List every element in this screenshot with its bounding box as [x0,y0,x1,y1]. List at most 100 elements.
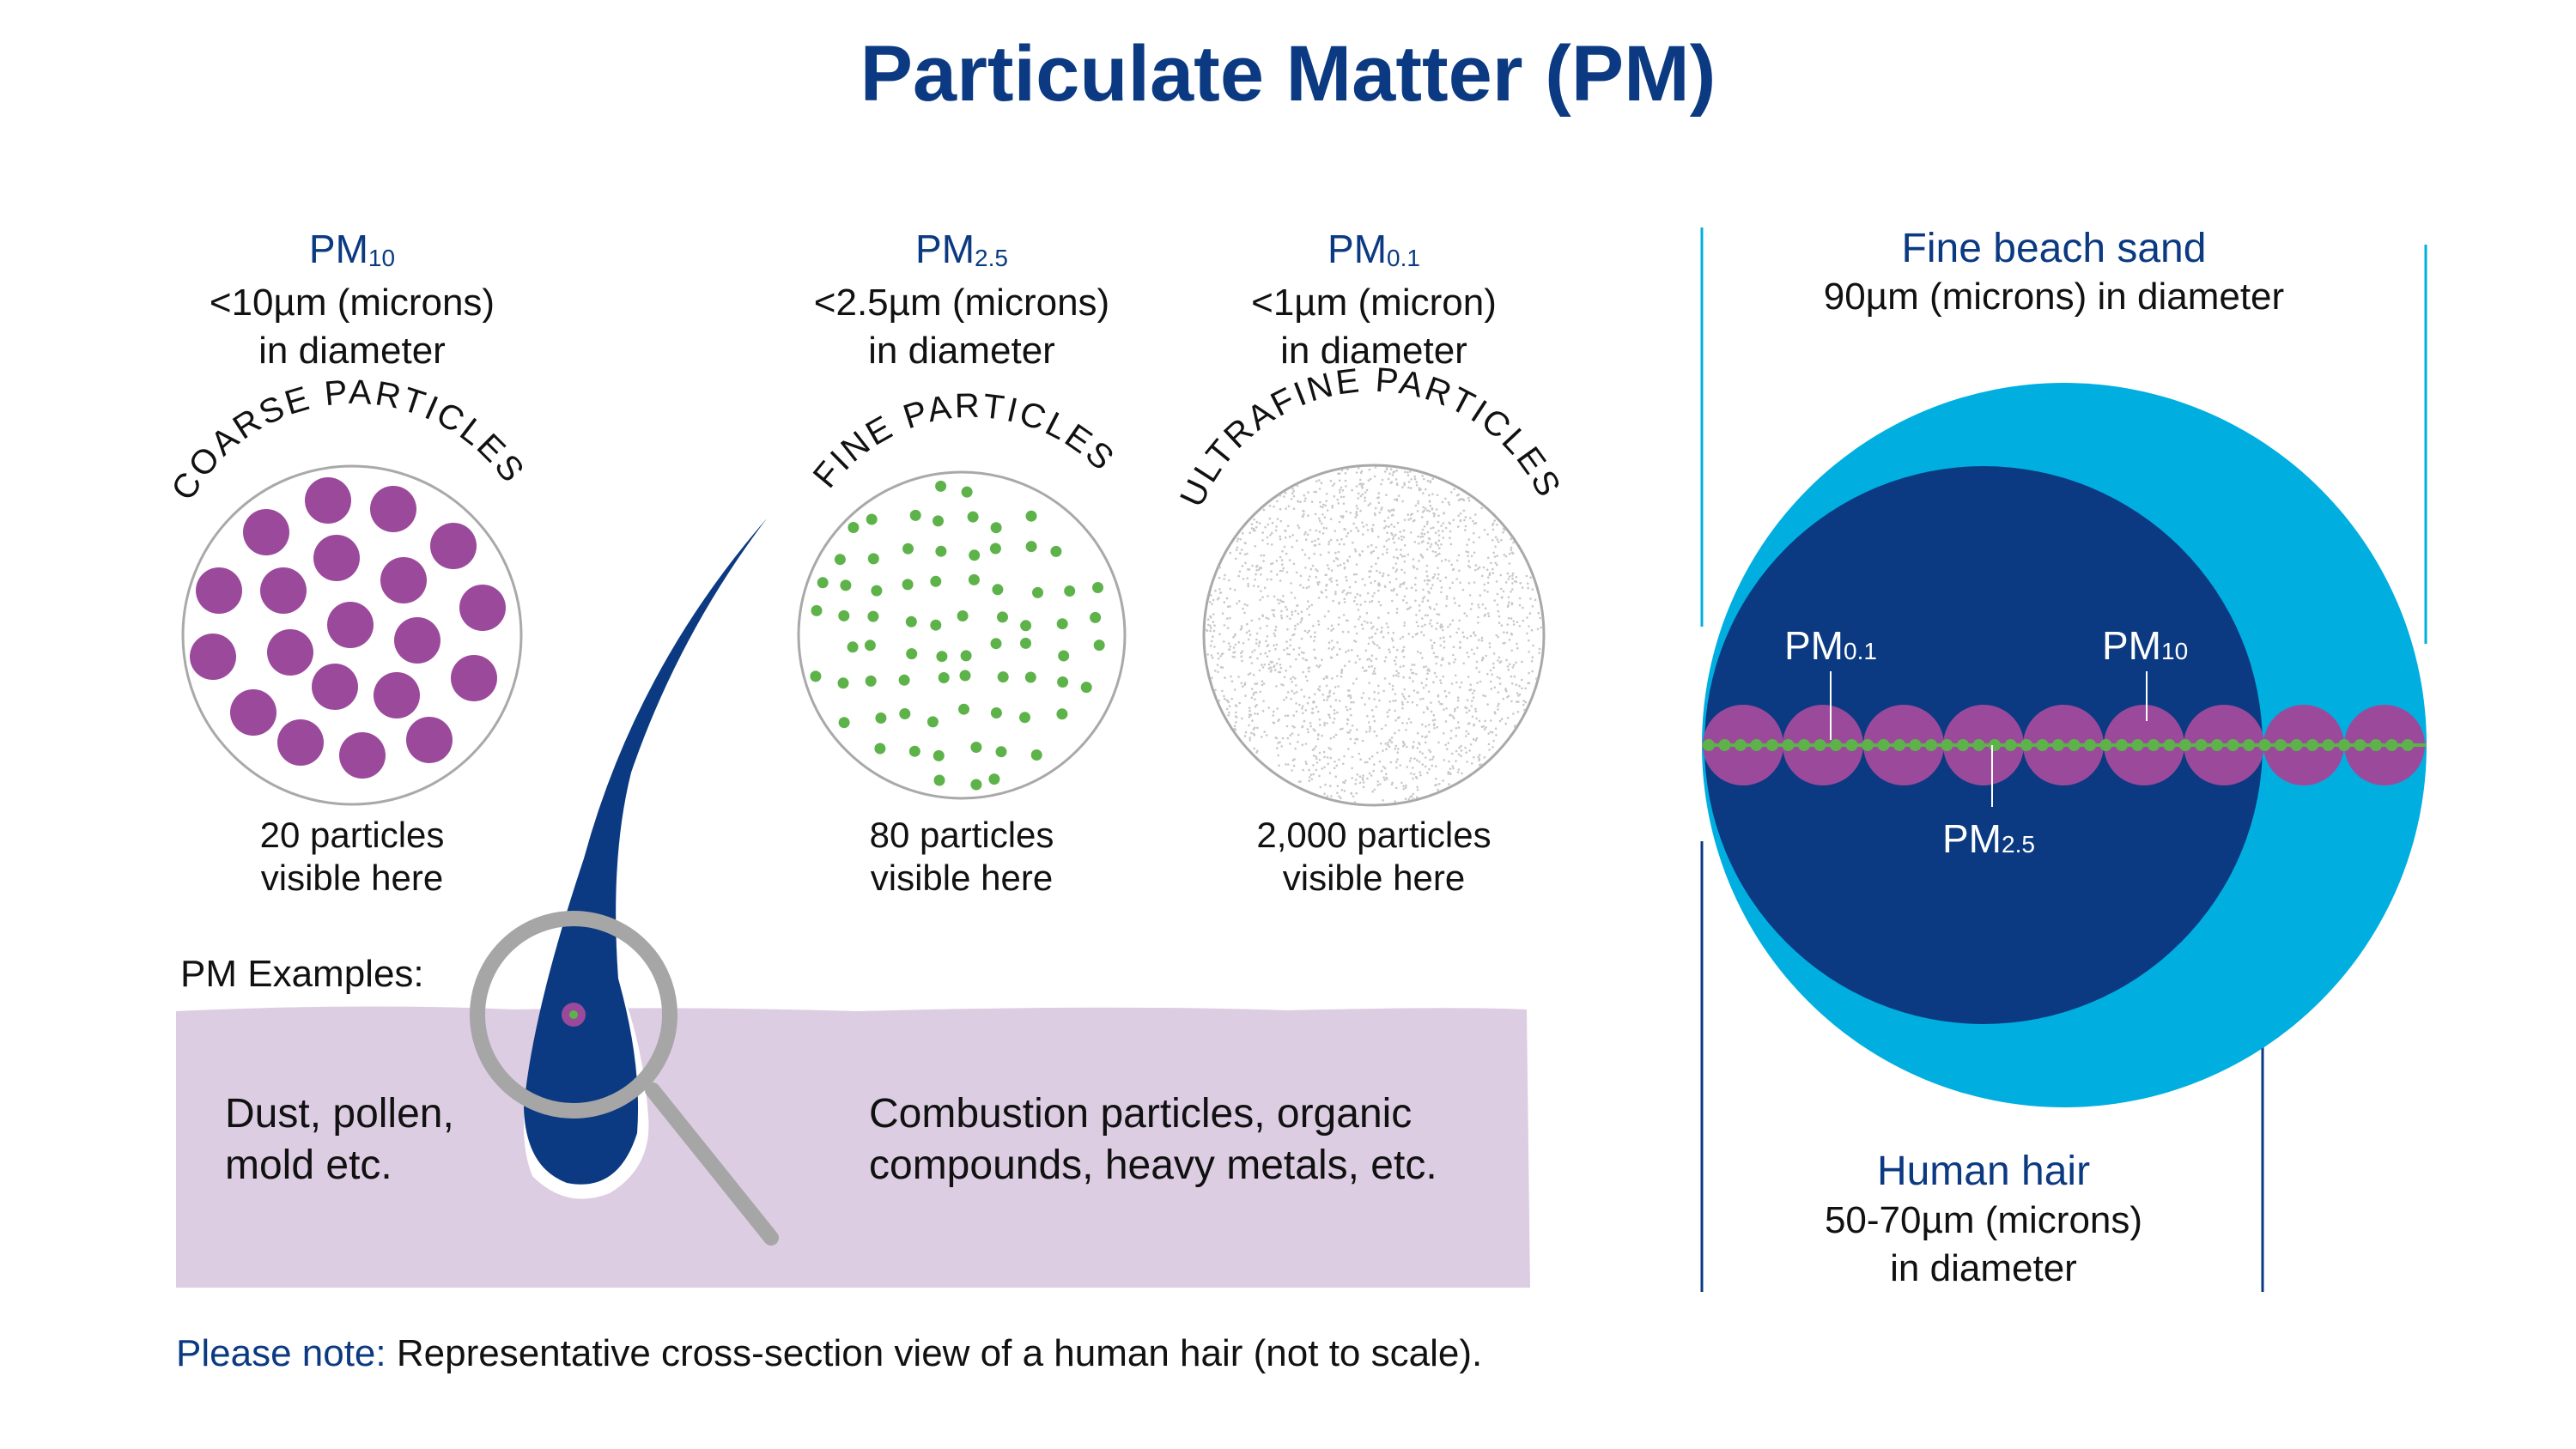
ultrafine-particle [1449,543,1453,546]
ultrafine-particle [1427,579,1431,582]
ultrafine-particle [1293,692,1296,694]
ultrafine-particle [1497,705,1499,707]
ultrafine-particle [1377,616,1380,619]
ultrafine-particle [1385,748,1388,750]
ultrafine-particle [1355,563,1358,566]
fine-particle [810,670,822,682]
fine-particle [875,712,887,724]
ultrafine-particle [1492,746,1494,749]
ultrafine-particle [1441,703,1443,706]
ultrafine-particle [1522,703,1525,706]
ultrafine-particle [1283,648,1285,652]
ultrafine-particle [1394,674,1398,676]
ultrafine-particle [1336,583,1339,586]
ultrafine-particle [1504,581,1508,584]
ultrafine-particle [1321,734,1323,737]
ultrafine-particle [1232,652,1235,654]
ultrafine-particle [1382,689,1385,693]
ultrafine-particle [1295,710,1298,713]
ultrafine-particle [1326,722,1328,724]
ultrafine-particle [1506,665,1510,668]
ultrafine-particle [1304,761,1307,763]
ultrafine-particle [1346,535,1348,537]
ultrafine-particle [1300,610,1303,613]
ultrafine-particle [1245,631,1249,634]
ultrafine-particle [1334,712,1336,715]
ultrafine-particle [1475,660,1479,664]
ultrafine-particle [1335,579,1338,582]
ultrafine-particle [1339,563,1342,567]
ultrafine-particle [1428,749,1431,752]
ultrafine-particle [1377,600,1381,603]
ultrafine-particle [1361,666,1364,670]
ultrafine-particle [1258,522,1261,524]
ultrafine-particle [1293,726,1296,729]
ultrafine-particle [1418,604,1421,607]
ultrafine-particle [1379,783,1382,785]
ultrafine-particle [1289,617,1291,621]
ultrafine-particle [1314,631,1316,634]
ultrafine-particle [1339,488,1341,492]
ultrafine-particle [1340,728,1342,731]
ultrafine-particle [1496,592,1499,596]
ultrafine-particle [1358,658,1361,661]
ultrafine-particle [1530,660,1534,663]
ultrafine-particle [1325,684,1328,688]
ultrafine-particle [1437,577,1439,580]
ultrafine-particle [1218,588,1221,591]
ultrafine-particle [1322,503,1325,506]
ultrafine-particle [1333,692,1335,695]
ultrafine-particle [1275,525,1278,528]
ultrafine-particle [1255,632,1259,635]
ultrafine-particle [1392,700,1394,702]
ultrafine-particle [1338,479,1341,482]
ultrafine-particle [1382,553,1384,555]
ultrafine-particle [1327,551,1330,554]
fine-particle [970,779,982,791]
ultrafine-particle [1479,763,1483,766]
ultrafine-particle [1286,714,1290,717]
ultrafine-particle [1309,724,1312,728]
ultrafine-particle [1323,516,1327,518]
ultrafine-particle [1257,585,1260,588]
ultrafine-particle [1406,471,1409,474]
ultrafine-particle [1327,713,1330,716]
ultrafine-particle [1508,663,1511,666]
fine-particle [990,638,1002,650]
ultrafine-particle [1255,704,1258,706]
ultrafine-particle [1402,664,1405,668]
ultrafine-particle [1424,765,1427,768]
ultrafine-particle [1394,699,1397,702]
ultrafine-particle [1412,767,1414,769]
ultrafine-particle [1255,573,1257,576]
ultrafine-particle [1460,744,1462,748]
ultrafine-particle [1373,788,1376,791]
ultrafine-particle [1319,785,1322,789]
ultrafine-particle [1431,477,1434,481]
ultrafine-particle [1357,492,1360,495]
ultrafine-particle [1297,526,1301,530]
ultrafine-particle [1510,682,1514,685]
ultrafine-particle [1403,518,1406,521]
ultrafine-particle [1395,482,1399,485]
ultrafine-particle [1269,534,1272,537]
ultrafine-particle [1393,555,1395,559]
ultrafine-particle [1399,665,1402,669]
ultrafine-particle [1229,587,1232,591]
ultrafine-particle [1538,647,1541,651]
ultrafine-particle [1464,706,1467,709]
ultrafine-particle [1421,475,1424,477]
ultrafine-particle [1419,698,1422,700]
ultrafine-particle [1474,634,1477,637]
ultrafine-particle [1444,720,1448,723]
ultrafine-particle [1227,642,1230,645]
ultrafine-particle [1484,719,1486,723]
ultrafine-particle [1496,524,1498,526]
ultrafine-particle [1273,595,1276,598]
ultrafine-particle [1250,696,1254,700]
ultrafine-particle [1409,796,1412,798]
ultrafine-particle [1318,543,1321,546]
ultrafine-particle [1380,631,1382,634]
ultrafine-particle [1224,676,1226,679]
ultrafine-particle [1528,671,1530,675]
